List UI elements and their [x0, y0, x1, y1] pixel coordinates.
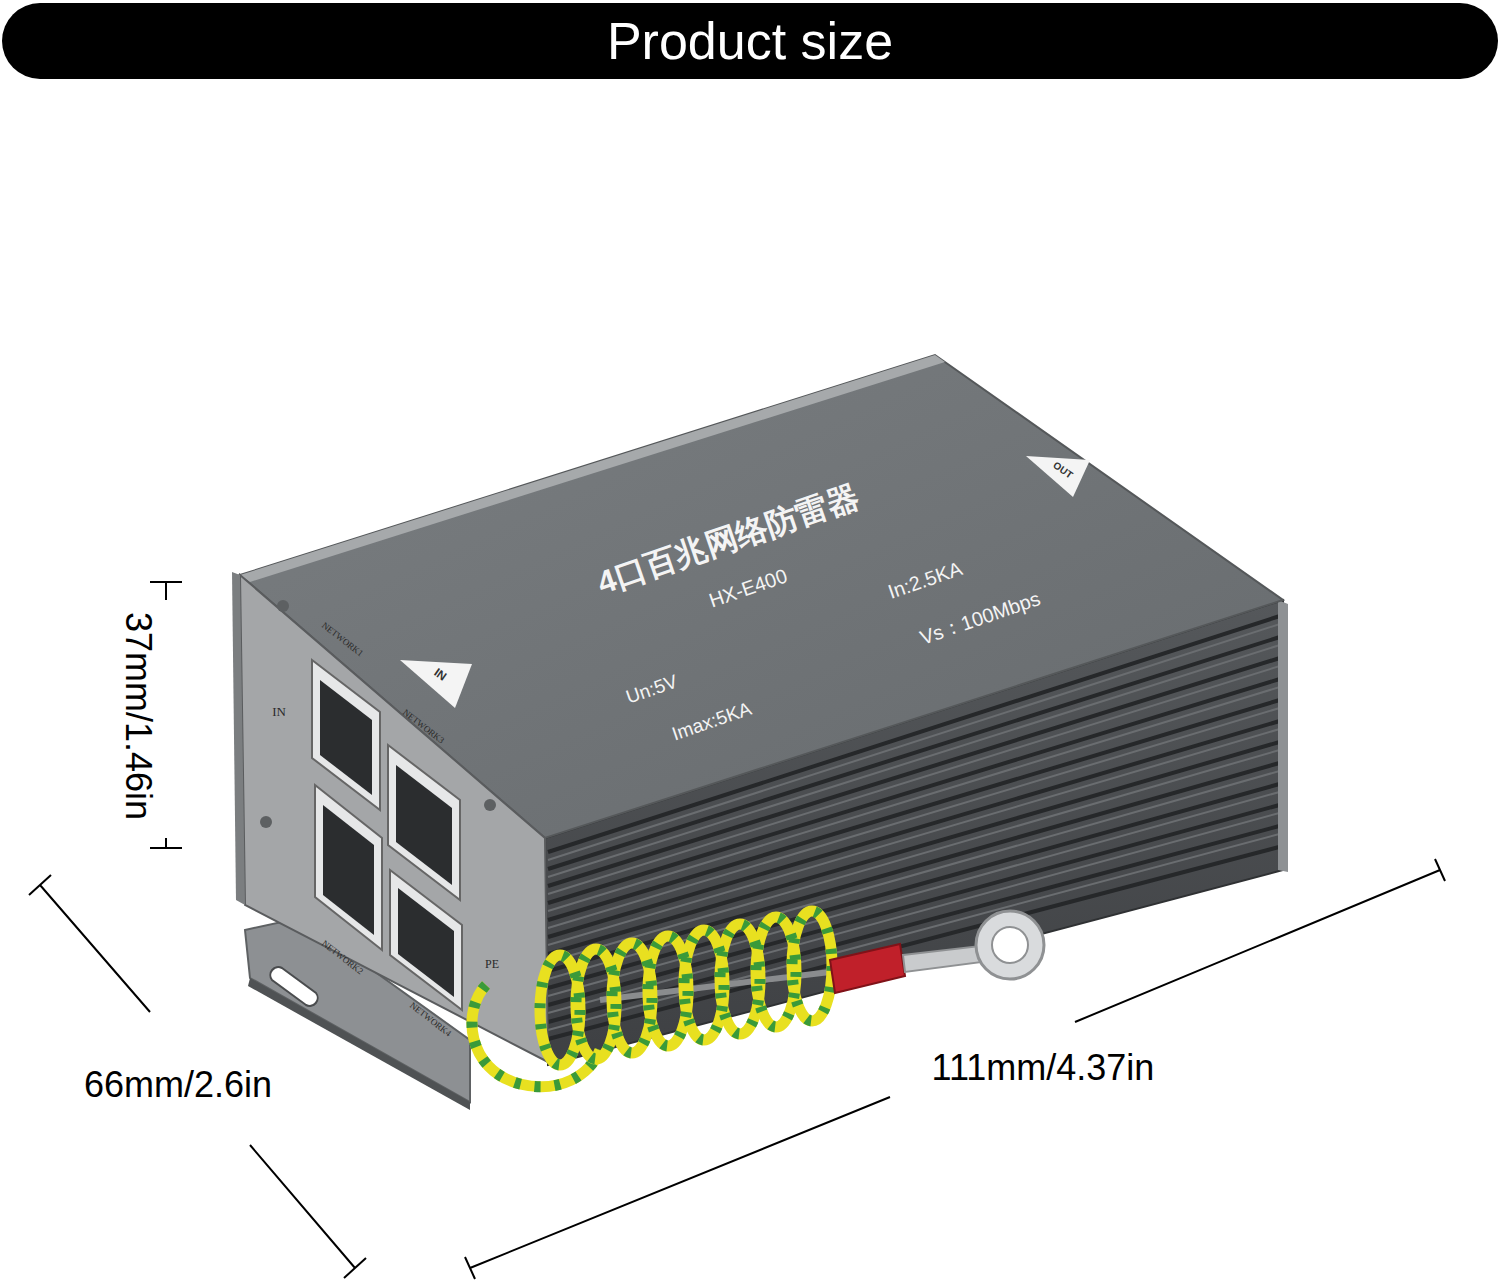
- arrow-label: OUT: [1051, 459, 1075, 480]
- arrow-label: IN: [431, 666, 448, 684]
- screw: [277, 600, 289, 612]
- page-title: Product size: [607, 13, 893, 70]
- port-label: NETWORK1: [319, 621, 364, 659]
- screw: [484, 799, 496, 811]
- ring-terminal: [976, 911, 1044, 979]
- spec-text: In:2.5KA: [885, 557, 965, 603]
- in-arrow: [400, 660, 472, 708]
- rj45-port: [312, 660, 380, 810]
- end-cap: [1278, 600, 1288, 872]
- rj45-port: [315, 785, 382, 950]
- port-face: [232, 572, 548, 1062]
- ground-label: PE: [485, 958, 499, 971]
- dimension-height: 37mm/1.46in: [118, 612, 158, 820]
- crimp-sleeve: [830, 944, 905, 993]
- dimension-lines: [29, 582, 1445, 1279]
- top-edge-highlight: [240, 355, 945, 582]
- side-label: IN: [272, 705, 286, 719]
- screw: [260, 816, 272, 828]
- port-label: NETWORK3: [400, 708, 445, 746]
- spec-text: Un:5V: [624, 672, 681, 709]
- spec-text: Imax:5KA: [670, 699, 755, 746]
- out-arrow: [1026, 456, 1090, 497]
- title-bar: [2, 3, 1498, 79]
- dimension-length: 111mm/4.37in: [932, 1048, 1155, 1088]
- port-label: NETWORK2: [319, 939, 364, 977]
- spec-text: Vs：100Mbps: [917, 587, 1043, 649]
- model-number: HX-E400: [706, 564, 790, 611]
- port-label: NETWORK4: [407, 1001, 452, 1039]
- rj45-port: [390, 870, 462, 1010]
- keyhole-slot: [270, 967, 317, 1006]
- dimension-width: 66mm/2.6in: [84, 1065, 272, 1105]
